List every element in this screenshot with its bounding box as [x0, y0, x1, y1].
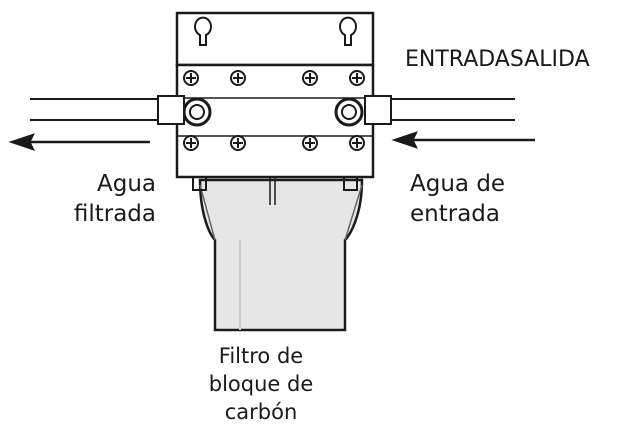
keyhole-left: [194, 16, 212, 46]
inlet-label-line-1: Agua de: [410, 171, 506, 197]
inlet-port-fitting: [334, 97, 364, 127]
inlet-arrow-head: [391, 131, 418, 149]
filter-label: Filtro de bloque de carbón: [196, 342, 326, 426]
outlet-label-line-1: Agua: [96, 171, 156, 197]
outlet-connector: [157, 95, 185, 125]
screw: [349, 70, 365, 86]
screw: [230, 70, 246, 86]
filter-label-line-1: Filtro de: [218, 344, 304, 368]
outlet-port-fitting: [182, 97, 212, 127]
inlet-label: Agua de entrada: [410, 169, 560, 229]
head-screws: [183, 70, 365, 151]
filter-label-line-2: bloque de: [208, 372, 314, 396]
inlet-connector: [364, 95, 392, 125]
keyhole-right: [339, 16, 357, 46]
screw: [183, 70, 199, 86]
outlet-label-line-2: filtrada: [73, 201, 156, 227]
outlet-tube: [30, 98, 160, 121]
filter-cartridge: [198, 178, 364, 332]
screw: [183, 135, 199, 151]
head-tab-right: [343, 177, 358, 191]
outlet-arrow-head: [8, 133, 35, 151]
screw: [349, 135, 365, 151]
cartridge-shoulder: [199, 184, 363, 241]
inlet-tube: [390, 98, 515, 121]
ports-label: ENTRADASALIDA: [405, 47, 590, 72]
screw: [302, 135, 318, 151]
head-tab-left: [192, 177, 207, 191]
screw: [230, 135, 246, 151]
filter-label-line-3: carbón: [224, 400, 298, 424]
outlet-label: Agua filtrada: [16, 169, 156, 229]
screw: [302, 70, 318, 86]
inlet-label-line-2: entrada: [410, 201, 500, 227]
